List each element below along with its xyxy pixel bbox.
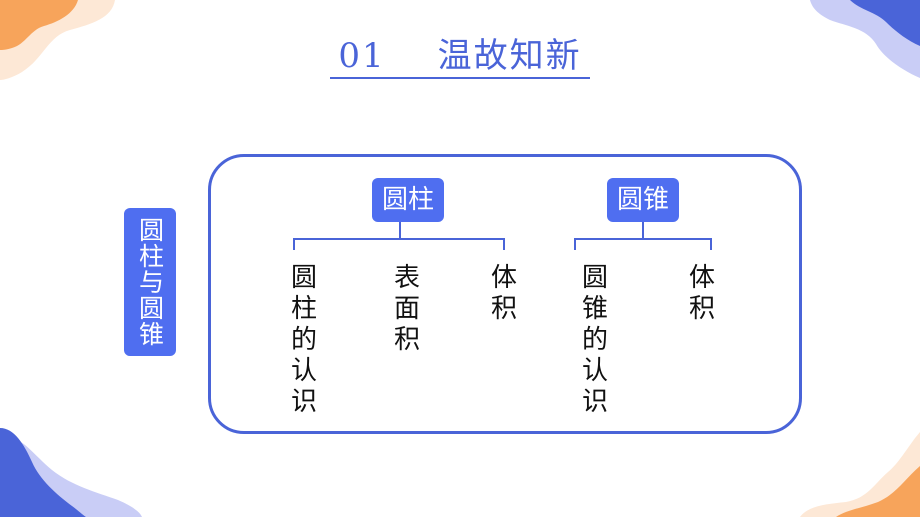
leaf-cylinder-recognition: 圆柱的认识	[290, 263, 317, 417]
leaf-cone-recognition: 圆锥的认识	[581, 263, 608, 417]
leaf-cone-volume: 体积	[688, 263, 715, 324]
title-underline	[330, 77, 590, 79]
slide-title: 01 温故知新	[0, 28, 920, 77]
node-cylinder: 圆柱	[372, 178, 444, 222]
topic-tag: 圆柱与圆锥	[124, 208, 176, 356]
leaf-cylinder-surface-area: 表面积	[393, 263, 420, 355]
section-number: 01	[338, 36, 386, 76]
section-title: 温故知新	[437, 36, 582, 76]
leaf-cylinder-volume: 体积	[490, 263, 517, 324]
node-cone: 圆锥	[607, 178, 679, 222]
diagram-frame	[208, 154, 802, 434]
